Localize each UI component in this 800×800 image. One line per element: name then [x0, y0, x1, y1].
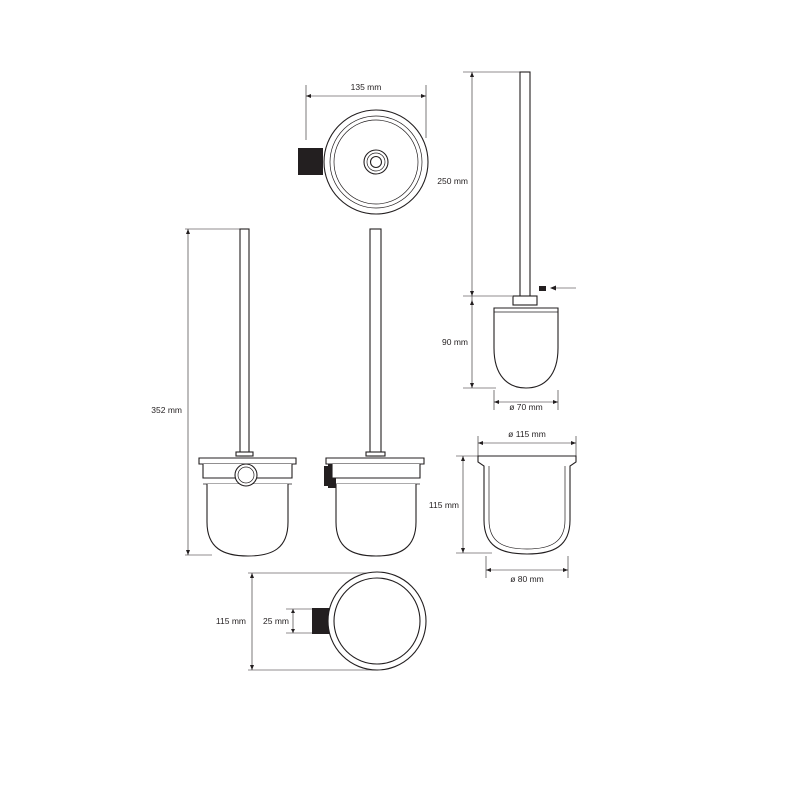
dim-label-cup-top-diameter: ø 115 mm	[508, 429, 546, 439]
dim-label-head-diameter: ø 70 mm	[509, 402, 543, 412]
cup-view: ø 115 mm 115 mm ø 80 mm	[429, 429, 577, 584]
front-view-left: 352 mm	[151, 228, 297, 557]
wall-bracket-top	[298, 148, 323, 175]
marker-indicator	[539, 286, 546, 291]
dim-label-mount-height: 25 mm	[263, 616, 289, 626]
brush-handle-right	[519, 71, 531, 299]
lid-middle	[325, 457, 425, 465]
side-view-middle	[324, 228, 425, 557]
top-center-knob	[363, 149, 389, 175]
brush-handle-left	[239, 228, 250, 457]
dim-label-cup-height: 115 mm	[429, 500, 459, 510]
brush-handle-middle	[369, 228, 382, 457]
bottom-view: 115 mm 25 mm	[216, 571, 427, 671]
dim-label-top-width: 135 mm	[351, 82, 382, 92]
dim-label-bottom-depth: 115 mm	[216, 616, 246, 626]
brush-view: 250 mm 90 mm ø 70 mm	[437, 71, 576, 412]
dim-label-head-height: 90 mm	[442, 337, 468, 347]
dim-label-total-height: 352 mm	[151, 405, 182, 415]
top-outer-rim	[323, 109, 429, 215]
dim-label-brush-length: 250 mm	[437, 176, 468, 186]
bottom-ring	[327, 571, 427, 671]
dim-label-cup-bottom-diameter: ø 80 mm	[510, 574, 544, 584]
top-view: 135 mm	[298, 82, 429, 215]
glass-cup	[477, 455, 577, 555]
cup-middle	[331, 464, 421, 479]
brush-head	[493, 307, 559, 389]
lid-left	[198, 457, 297, 465]
